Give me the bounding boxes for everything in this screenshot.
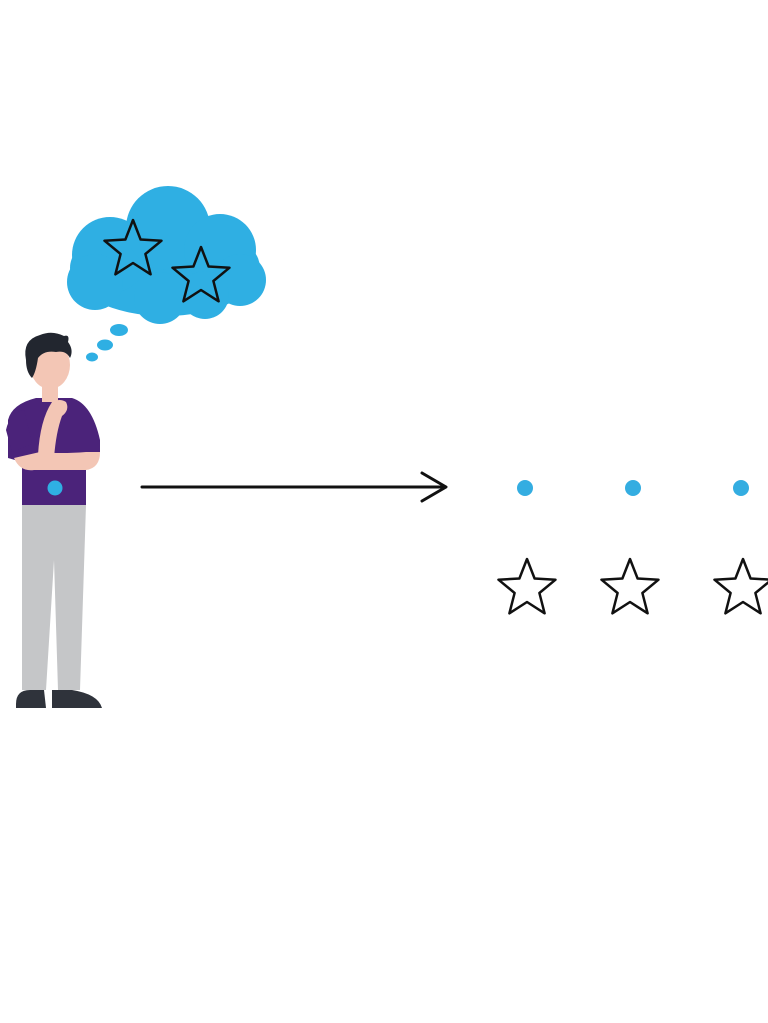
thought-star-icon (171, 245, 231, 303)
hair (25, 332, 72, 378)
thought-trail-bubble-small (86, 352, 98, 362)
rating-star-icon (600, 557, 660, 615)
left-shoe (16, 690, 46, 708)
thought-trail-bubble-large (110, 324, 128, 336)
thought-stars (103, 218, 231, 303)
thought-trail-bubbles (86, 324, 128, 362)
thinking-hand (38, 400, 68, 458)
thought-star-icon (103, 218, 163, 276)
pants (22, 505, 86, 690)
rating-star-icon (497, 557, 557, 615)
thought-cloud-icon (67, 186, 266, 324)
rating-dot-icon (517, 480, 533, 496)
rating-stars (497, 557, 768, 615)
rating-star-icon (713, 557, 768, 615)
person-figure (6, 332, 102, 708)
arrow-right-icon (140, 471, 448, 503)
rating-dot-icon (733, 480, 749, 496)
shirt-badge-dot (47, 480, 63, 496)
crossed-arm (14, 452, 100, 471)
right-shoe (52, 690, 102, 708)
thought-trail-bubble-medium (97, 339, 113, 351)
rating-dots (517, 480, 749, 496)
rating-dot-icon (625, 480, 641, 496)
sleeve (6, 410, 32, 452)
